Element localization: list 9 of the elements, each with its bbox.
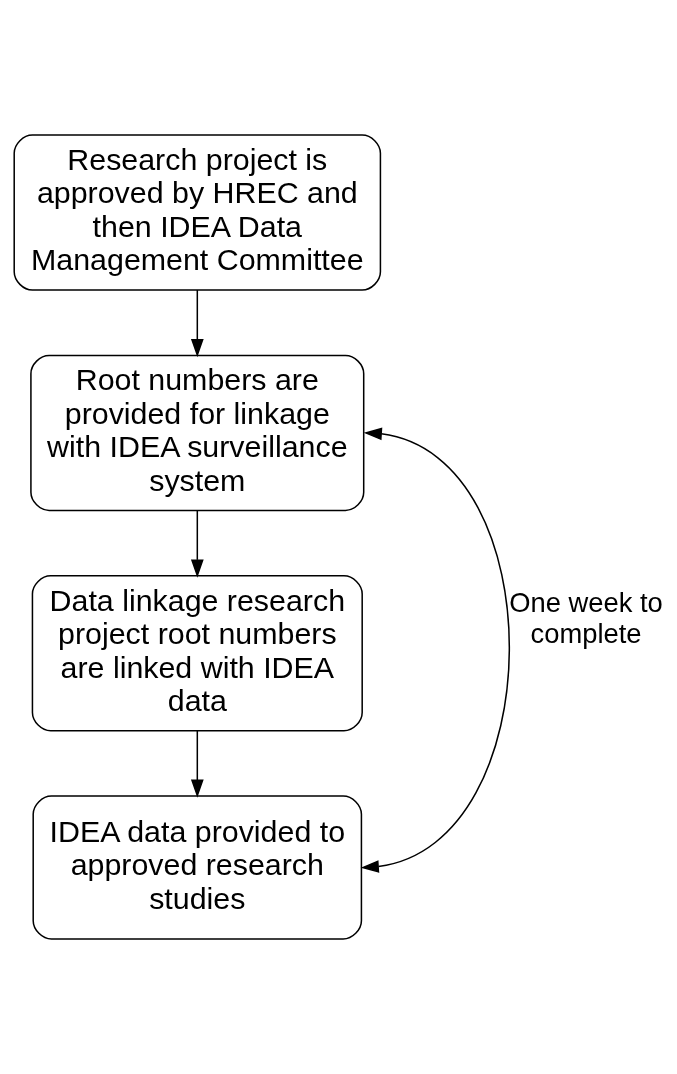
arrow xyxy=(190,289,204,358)
node-box: Data linkage research project root numbers are linked with IDEA data xyxy=(31,575,363,732)
node-box: IDEA data provided to approved research studies xyxy=(32,795,363,940)
arrow xyxy=(360,427,511,873)
node-box: Research project is approved by HREC and then IDEA Data Management Committee xyxy=(13,134,382,291)
arrow xyxy=(190,730,204,798)
edge-label: One week to complete xyxy=(509,587,663,649)
arrow xyxy=(190,509,204,578)
node-box: Root numbers are provided for linkage with IDEA surveillance system xyxy=(30,354,365,512)
